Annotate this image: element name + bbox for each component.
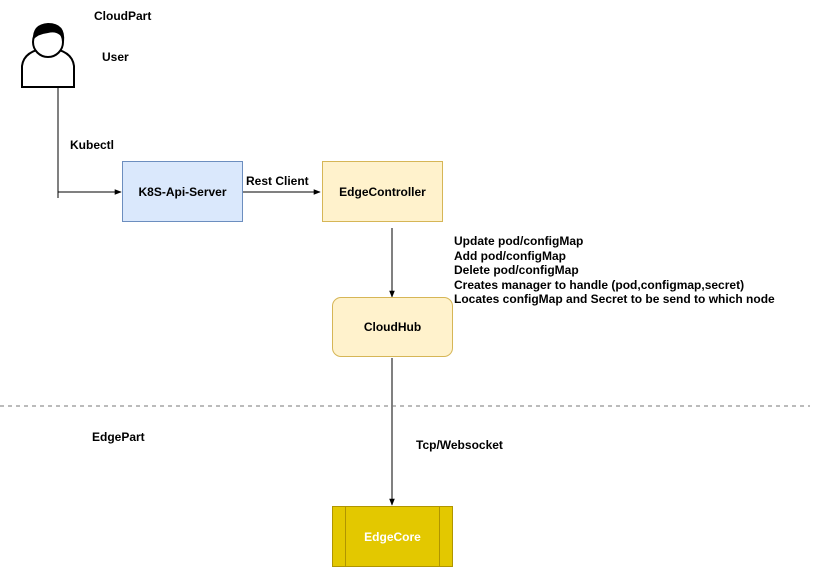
edge-core-right-bar bbox=[439, 507, 440, 566]
kubectl-label: Kubectl bbox=[70, 138, 115, 152]
edge-core-left-bar bbox=[345, 507, 346, 566]
user-label: User bbox=[102, 50, 129, 64]
cloud-hub-label: CloudHub bbox=[363, 320, 422, 334]
user-icon bbox=[21, 23, 75, 88]
edge-core-node[interactable]: EdgeCore bbox=[332, 506, 453, 567]
cloud-part-label: CloudPart bbox=[94, 9, 152, 23]
tcp-websocket-label: Tcp/Websocket bbox=[416, 438, 503, 452]
note-line: Creates manager to handle (pod,configmap… bbox=[454, 277, 745, 292]
api-server-label: K8S-Api-Server bbox=[138, 184, 227, 199]
edge-controller-label: EdgeController bbox=[339, 184, 426, 199]
cloud-hub-node[interactable]: CloudHub bbox=[332, 297, 453, 357]
note-line: Add pod/configMap bbox=[454, 248, 566, 263]
note-line: Update pod/configMap bbox=[454, 234, 584, 248]
api-server-node[interactable]: K8S-Api-Server bbox=[122, 161, 243, 222]
edge-part-label: EdgePart bbox=[92, 430, 145, 444]
edge-controller-node[interactable]: EdgeController bbox=[322, 161, 443, 222]
edge-core-label: EdgeCore bbox=[364, 529, 421, 544]
note-line: Locates configMap and Secret to be send … bbox=[454, 292, 775, 306]
note-line: Delete pod/configMap bbox=[454, 263, 579, 277]
rest-client-label: Rest Client bbox=[246, 174, 309, 188]
edge-controller-notes: Update pod/configMap Add pod/configMap D… bbox=[454, 234, 775, 307]
